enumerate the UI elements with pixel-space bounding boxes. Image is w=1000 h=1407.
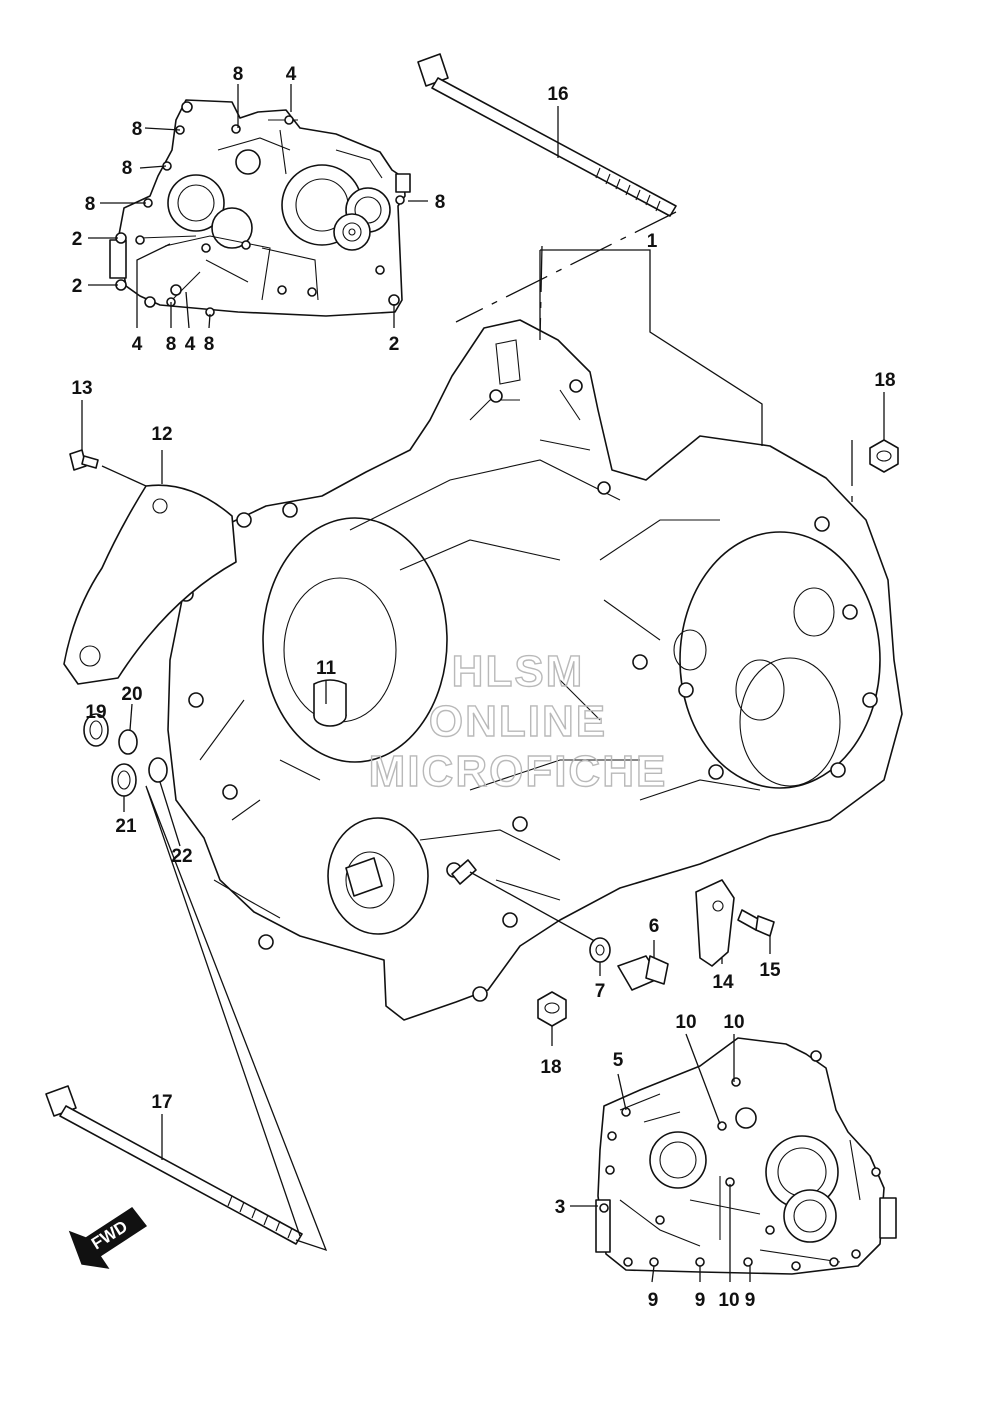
callout-label: 10 <box>718 1290 739 1311</box>
callout-label: 18 <box>540 1057 561 1078</box>
callout-label: 13 <box>71 378 92 399</box>
callout-label: 2 <box>72 276 83 297</box>
callout-label: 14 <box>712 972 734 993</box>
watermark-line: ONLINE <box>429 697 607 746</box>
callout-label: 2 <box>72 229 83 250</box>
callout-label: 8 <box>204 334 215 355</box>
callout-label: 6 <box>649 916 660 937</box>
callout-label: 5 <box>613 1050 624 1071</box>
callout-label: 8 <box>122 158 133 179</box>
o-ring-22: 22 <box>148 757 193 867</box>
callout-label: 3 <box>555 1197 566 1218</box>
callout-label: 9 <box>648 1290 659 1311</box>
washer-7: 7 <box>589 937 611 1002</box>
callout-label: 8 <box>435 192 446 213</box>
lower-case-bolt-holes <box>599 1050 881 1271</box>
callout-label: 11 <box>316 658 337 679</box>
callout-label: 21 <box>115 816 137 837</box>
screw-15: 15 <box>737 909 781 981</box>
callout-label: 16 <box>547 84 568 105</box>
upper-crankcase-inset: 8 4 8 8 8 8 2 2 4 8 4 8 2 <box>72 64 446 355</box>
watermark-line: MICROFICHE <box>369 747 668 796</box>
lower-case-callouts: 5 10 10 3 9 9 10 9 <box>555 1012 756 1311</box>
main-crankcase-assembly: 1 11 <box>167 231 903 1021</box>
long-bolt-17: 17 <box>45 785 328 1252</box>
callout-label: 8 <box>233 64 244 85</box>
callout-label: 22 <box>171 846 192 867</box>
callout-label: 1 <box>647 231 658 252</box>
callout-label: 12 <box>151 424 172 445</box>
callout-label: 15 <box>759 960 781 981</box>
callout-label: 8 <box>85 194 96 215</box>
callout-label: 20 <box>121 684 142 705</box>
bracket-14: 14 <box>695 879 735 993</box>
upper-case-bolt-holes <box>115 101 405 317</box>
callout-label: 18 <box>874 370 895 391</box>
callout-label: 10 <box>723 1012 744 1033</box>
callout-label: 4 <box>132 334 143 355</box>
plug-19: 19 <box>83 702 109 747</box>
callout-label: 9 <box>695 1290 706 1311</box>
flange-nut-18-bottom: 18 <box>537 991 567 1078</box>
watermark-line: HLSM <box>452 647 585 696</box>
callout-label: 8 <box>132 119 143 140</box>
o-ring-20: 20 <box>118 684 143 755</box>
bolt-6: 6 <box>617 916 669 991</box>
bracket-12: 12 <box>63 424 237 685</box>
callout-label: 9 <box>745 1290 756 1311</box>
callout-label: 10 <box>675 1012 696 1033</box>
callout-label: 8 <box>166 334 177 355</box>
callout-label: 19 <box>85 702 106 723</box>
long-bolt-16: 16 <box>417 53 677 217</box>
flange-nut-18-top: 18 <box>869 370 899 473</box>
callout-label: 4 <box>286 64 297 85</box>
callout-label: 2 <box>389 334 400 355</box>
upper-case-callouts: 8 4 8 8 8 8 2 2 4 8 4 8 2 <box>72 64 446 355</box>
watermark: HLSM ONLINE MICROFICHE <box>368 646 668 796</box>
lower-crankcase-inset: 5 10 10 3 9 9 10 9 <box>555 1012 897 1311</box>
forward-direction-badge: FWD <box>68 1207 148 1269</box>
screw-13: 13 <box>69 378 99 471</box>
plug-21: 21 <box>111 763 137 837</box>
callout-label: 17 <box>151 1092 172 1113</box>
callout-label: 7 <box>595 981 606 1002</box>
callout-label: 4 <box>185 334 196 355</box>
